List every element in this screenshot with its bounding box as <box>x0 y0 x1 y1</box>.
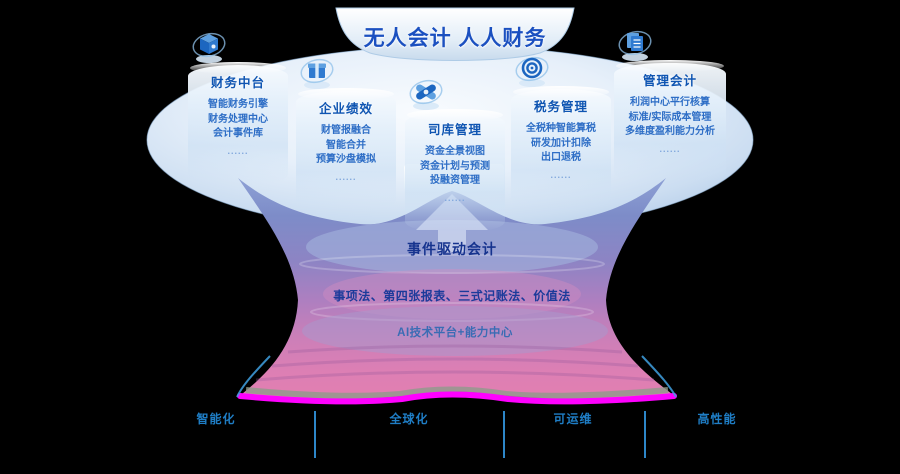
pillar-more: ...... <box>659 143 681 154</box>
pillar-more: ...... <box>335 171 357 182</box>
pillar-item: 资金计划与预测 <box>420 160 490 172</box>
knot-icon <box>405 75 505 111</box>
pillar-title: 管理会计 <box>642 74 697 88</box>
pillar-more: ...... <box>444 192 466 203</box>
funnel-layer-accounting-methods: 事项法、第四张报表、三式记账法、价值法 <box>333 289 571 303</box>
pillar-cylinder: 企业绩效 财管报融合 智能合并 预算沙盘模拟 ...... <box>296 88 396 210</box>
pillar-more: ...... <box>550 169 572 180</box>
documents-icon <box>614 26 726 62</box>
pillar-item: 智能合并 <box>326 139 366 151</box>
engine-cube-icon <box>188 28 288 64</box>
pillar-title: 财务中台 <box>210 76 265 90</box>
pillar-title: 企业绩效 <box>318 102 373 116</box>
pillar-item: 财务处理中心 <box>208 113 268 125</box>
pillar-more: ...... <box>227 145 249 156</box>
pillar-item: 全税种智能算税 <box>526 123 596 134</box>
pillar-item: 资金全景视图 <box>425 146 485 157</box>
footer-separator <box>644 411 646 458</box>
pillar-finance-middle-platform: 财务中台 智能财务引擎 财务处理中心 会计事件库 ...... <box>188 28 288 184</box>
pillar-title: 司库管理 <box>427 123 482 137</box>
pillar-item: 出口退税 <box>541 152 581 163</box>
pillar-item: 会计事件库 <box>213 128 263 139</box>
pillar-item: 多维度盈利能力分析 <box>625 126 715 137</box>
magenta-fringe <box>237 391 677 405</box>
footer-label-intelligent: 智能化 <box>196 412 236 426</box>
pillar-cylinder: 管理会计 利润中心平行核算 标准/实际成本管理 多维度盈利能力分析 ...... <box>614 60 726 182</box>
pillar-item: 预算沙盘模拟 <box>316 154 376 165</box>
pillar-tax-management: 税务管理 全税种智能算税 研发加计扣除 出口退税 ...... <box>511 52 611 208</box>
pillar-enterprise-performance: 企业绩效 财管报融合 智能合并 预算沙盘模拟 ...... <box>296 54 396 210</box>
footer-label-high-performance: 高性能 <box>697 412 737 426</box>
pillar-item: 投融资管理 <box>430 175 480 186</box>
pillar-item: 财管报融合 <box>321 125 371 136</box>
pillar-item: 智能财务引擎 <box>208 99 268 110</box>
pillar-management-accounting: 管理会计 利润中心平行核算 标准/实际成本管理 多维度盈利能力分析 ...... <box>614 26 726 182</box>
funnel-layer-event-driven-accounting: 事件驱动会计 <box>407 241 497 257</box>
gift-box-icon <box>296 54 396 90</box>
funnel-layer-ai-platform: AI技术平台+能力中心 <box>397 327 513 339</box>
pillar-item: 利润中心平行核算 <box>630 97 710 108</box>
pillar-treasury-management: 司库管理 资金全景视图 资金计划与预测 投融资管理 ...... <box>405 75 505 231</box>
pillar-cylinder: 税务管理 全税种智能算税 研发加计扣除 出口退税 ...... <box>511 86 611 208</box>
footer-label-maintainable: 可运维 <box>553 412 593 426</box>
pillar-title: 税务管理 <box>533 100 588 114</box>
footer-separator <box>503 411 505 458</box>
spiral-target-icon <box>511 52 611 88</box>
pillar-item: 标准/实际成本管理 <box>628 111 712 123</box>
footer-label-global: 全球化 <box>389 412 429 426</box>
pillar-cylinder: 司库管理 资金全景视图 资金计划与预测 投融资管理 ...... <box>405 109 505 231</box>
footer-separator <box>314 411 316 458</box>
pillar-item: 研发加计扣除 <box>531 137 591 149</box>
pillar-cylinder: 财务中台 智能财务引擎 财务处理中心 会计事件库 ...... <box>188 62 288 184</box>
banner-title: 无人会计 人人财务 <box>363 27 547 50</box>
